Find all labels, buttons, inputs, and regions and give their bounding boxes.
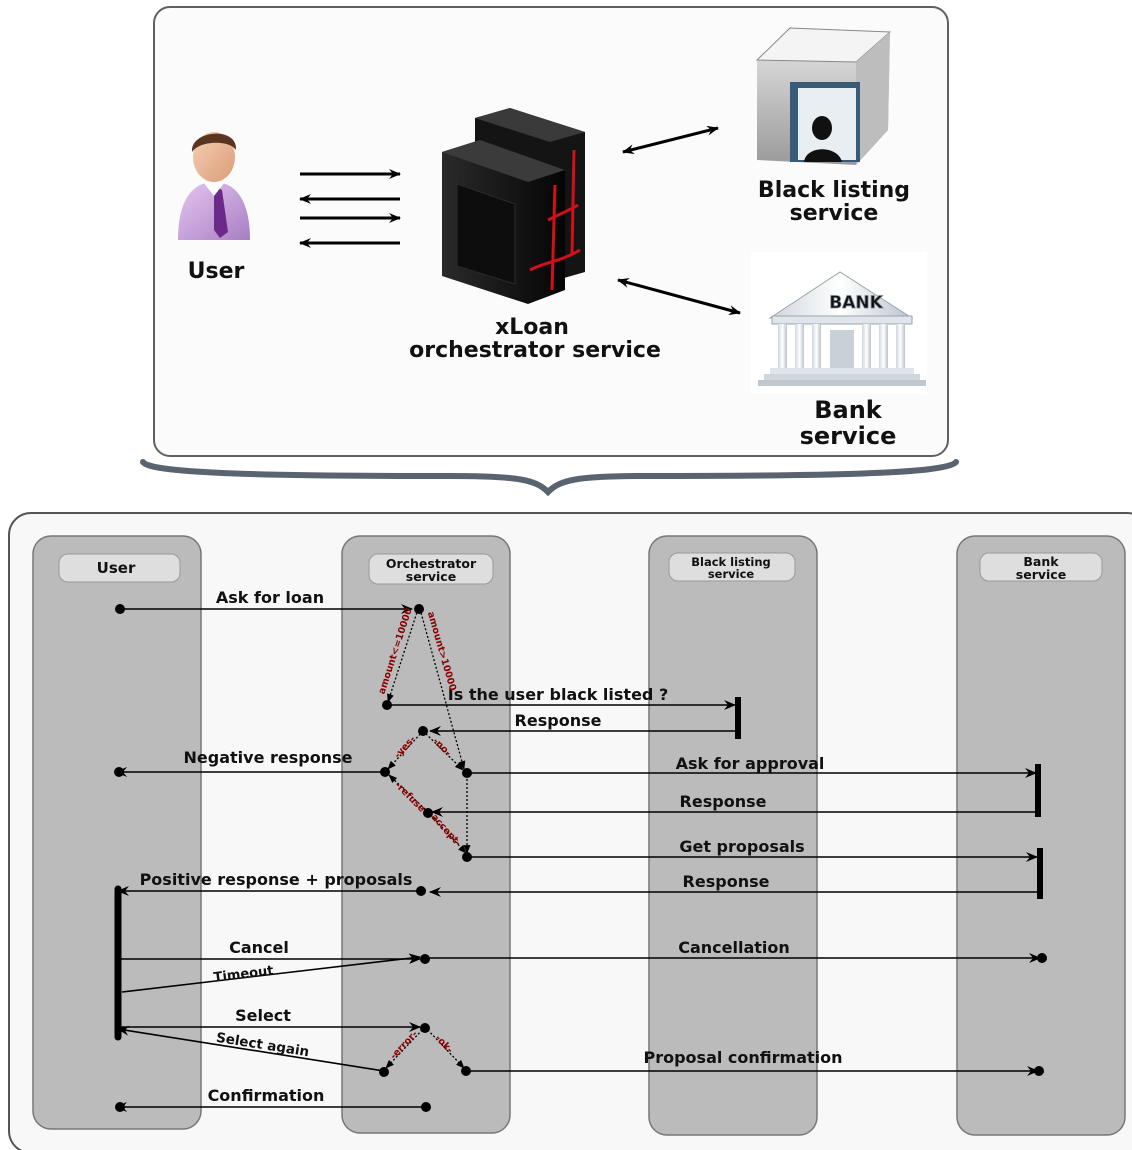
- label-response-blacklist: Response: [515, 711, 602, 730]
- label-negative-response: Negative response: [184, 748, 353, 767]
- branch-amount-le: [387, 608, 419, 703]
- overview-user-label: User: [188, 259, 245, 284]
- lane-title-blacklist-2: service: [708, 567, 755, 581]
- label-get-proposals: Get proposals: [679, 837, 804, 856]
- overview-blacklist-label-1: Black listing: [758, 178, 910, 203]
- lane-header-blacklist: [668, 552, 796, 582]
- label-cancel: Cancel: [229, 938, 289, 957]
- user-icon: [178, 132, 250, 240]
- lane-blacklist: [648, 535, 818, 1136]
- orchestrator-bank-arrow: [617, 278, 741, 315]
- blacklist-box-icon: [755, 27, 892, 165]
- label-positive-response: Positive response + proposals: [140, 870, 413, 889]
- label-response-approval: Response: [680, 792, 767, 811]
- message-dots: [114, 604, 1047, 1112]
- lane-header-orchestrator: [368, 553, 494, 585]
- lane-user: [32, 535, 202, 1130]
- server-icon: [442, 108, 585, 304]
- label-ask-for-approval: Ask for approval: [676, 754, 825, 773]
- branch-no: [422, 730, 464, 771]
- overview-bank-label-1: Bank: [814, 396, 883, 424]
- overview-orchestrator-label-1: xLoan: [495, 315, 569, 340]
- branch-ok: [424, 1026, 465, 1069]
- lane-title-bank-2: service: [1016, 567, 1066, 582]
- lane-orchestrator: [341, 535, 511, 1134]
- lane-title-blacklist-1: Black listing: [691, 555, 771, 569]
- overview-orchestrator-label-2: orchestrator service: [409, 338, 661, 363]
- lane-title-orchestrator-1: Orchestrator: [386, 556, 477, 571]
- bank-sign: BANK: [829, 293, 883, 313]
- label-is-black-listed: Is the user black listed ?: [448, 685, 668, 704]
- label-proposal-confirmation: Proposal confirmation: [643, 1048, 842, 1067]
- msg-select-again: [117, 1025, 385, 1072]
- branch-error: [385, 1026, 426, 1069]
- lane-header-user: [58, 553, 181, 583]
- branch-refuse: [388, 774, 429, 813]
- lane-header-bank: [979, 552, 1103, 582]
- brace-connector: [140, 459, 959, 497]
- overview-blacklist-label-2: service: [790, 201, 879, 226]
- lane-title-user: User: [97, 559, 136, 577]
- overview-bank-label-2: service: [800, 422, 897, 450]
- sequence-panel: [8, 512, 1132, 1150]
- lane-bank: [956, 535, 1126, 1136]
- label-ask-for-loan: Ask for loan: [216, 588, 324, 607]
- lane-title-orchestrator-2: service: [406, 569, 456, 584]
- label-confirmation: Confirmation: [208, 1086, 325, 1105]
- msg-timeout: [121, 953, 421, 993]
- branch-yes: [387, 730, 424, 770]
- label-timeout: Timeout: [213, 963, 274, 985]
- label-select: Select: [235, 1006, 291, 1025]
- branch-accept: [427, 811, 467, 854]
- orchestrator-blacklist-arrow: [622, 125, 719, 155]
- bank-icon: [751, 252, 927, 394]
- user-orchestrator-arrows: [299, 169, 401, 248]
- label-response-proposals: Response: [683, 872, 770, 891]
- label-cancellation: Cancellation: [678, 938, 790, 957]
- lane-title-bank-1: Bank: [1023, 554, 1059, 569]
